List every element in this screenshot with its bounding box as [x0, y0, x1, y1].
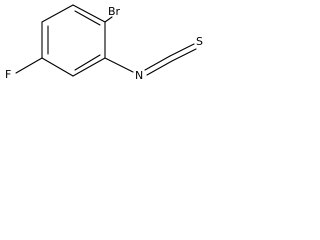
- bond-n-c-lower: [146, 60, 173, 76]
- ring-double-bond-bottom: [74, 54, 101, 71]
- molecule-canvas: Br F N S: [0, 0, 222, 98]
- atom-f: F: [5, 68, 11, 81]
- benzene-ring: [41, 4, 106, 77]
- molecule-structure: Br F N S: [5, 4, 203, 82]
- ring-double-bond-top: [74, 10, 101, 26]
- bond-c-br: [104, 16, 113, 23]
- ring-bond-top: [72, 4, 106, 23]
- ring-bond-bottom-right: [72, 57, 106, 77]
- bond-c-s-lower: [171, 48, 197, 62]
- bond-c-s-upper: [169, 43, 195, 57]
- bond-n-c-upper: [144, 55, 171, 71]
- ring-bond-bottom-left: [41, 57, 74, 77]
- atom-br: Br: [108, 5, 121, 18]
- atom-n: N: [135, 69, 143, 82]
- atom-s: S: [196, 35, 203, 48]
- bond-c-n: [104, 57, 134, 73]
- ring-bond-top-left: [41, 4, 74, 23]
- bond-c-f: [15, 57, 43, 74]
